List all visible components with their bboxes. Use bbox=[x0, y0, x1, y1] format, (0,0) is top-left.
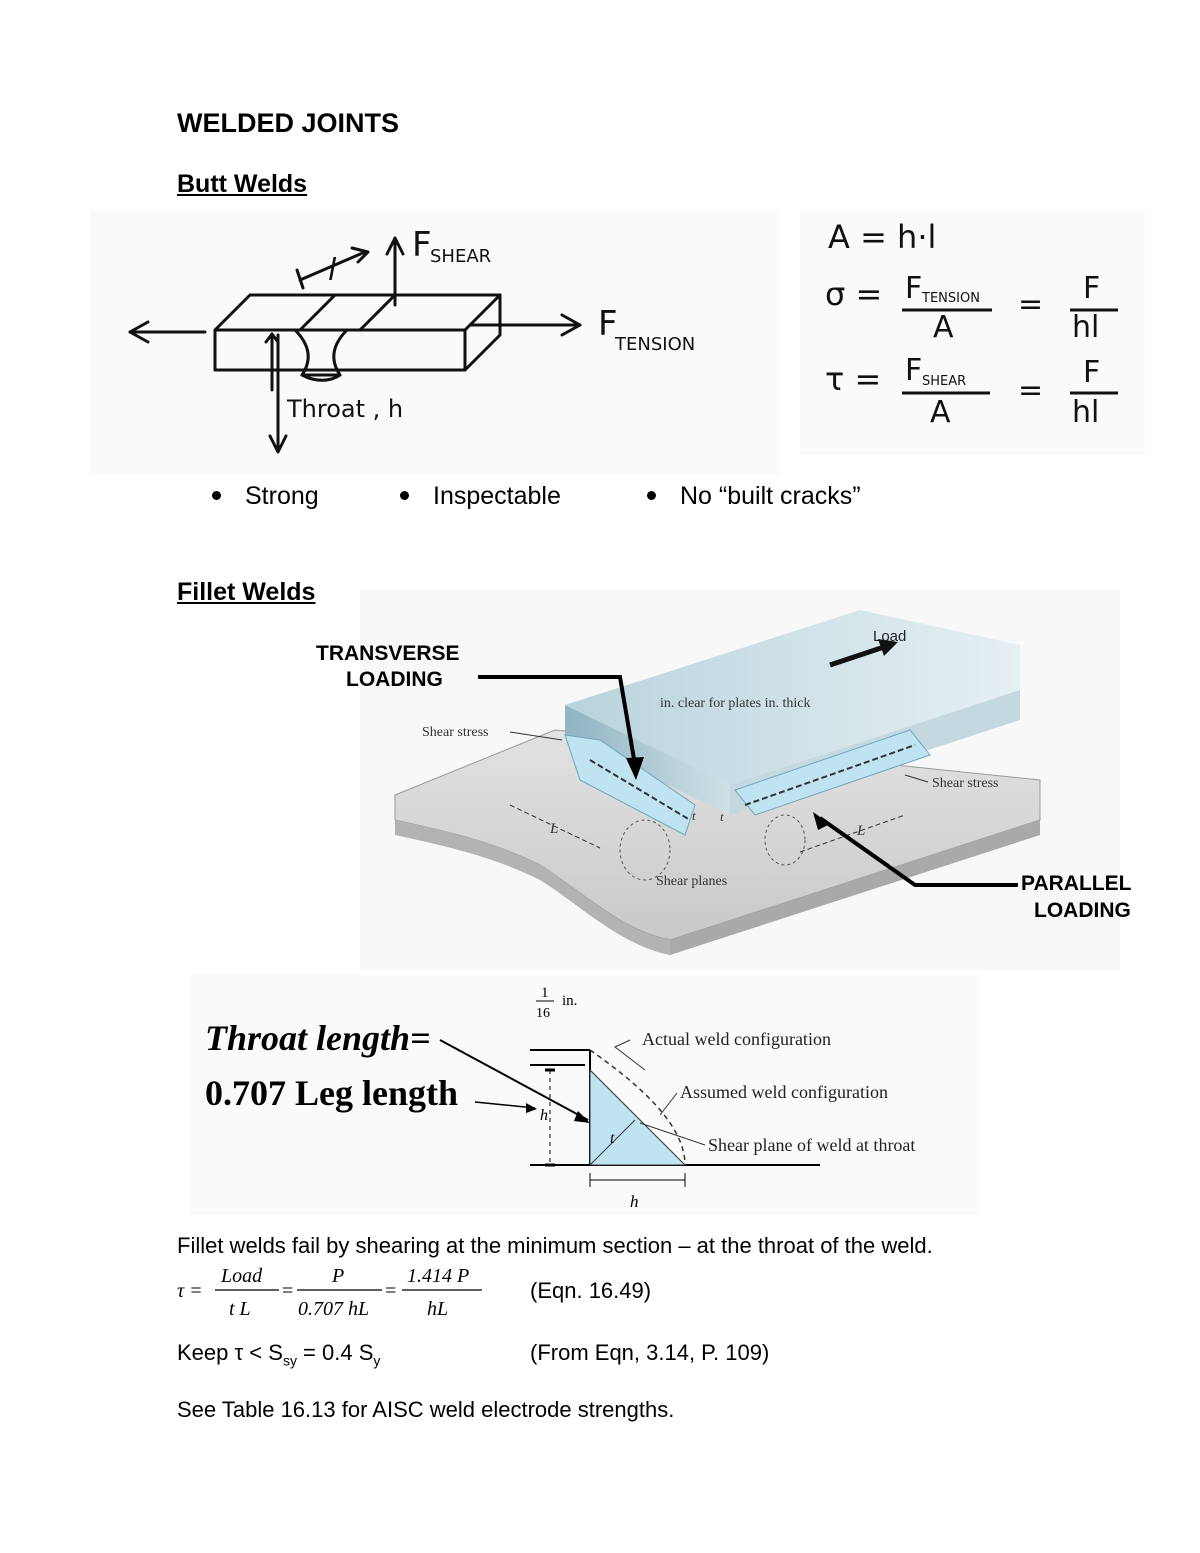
butt-weld-formulas: A = h·l σ = F TENSION A = F hl τ = F SHE… bbox=[800, 210, 1145, 455]
shear-sub-label: SHEAR bbox=[430, 246, 491, 267]
l-left-label: L bbox=[549, 821, 558, 837]
shear-force-label: F bbox=[412, 225, 432, 265]
eqn-num3: 1.414 P bbox=[407, 1265, 469, 1287]
eqn-p: P bbox=[331, 1265, 344, 1287]
keep-pre: Keep τ < S bbox=[177, 1340, 283, 1365]
frac-num: 1 bbox=[541, 985, 549, 1001]
keep-sub-sy: sy bbox=[282, 1352, 297, 1369]
keep-statement: Keep τ < Ssy = 0.4 Sy bbox=[177, 1340, 380, 1368]
te-label: t bbox=[610, 1130, 615, 1147]
eqn-den3: hL bbox=[427, 1298, 448, 1320]
transverse-label-2: LOADING bbox=[346, 668, 443, 691]
sigma-F: F bbox=[1083, 271, 1100, 306]
tau-denominator: A bbox=[930, 395, 951, 430]
shear-plane-label: Shear plane of weld at throat bbox=[708, 1135, 915, 1155]
bullet-text: Inspectable bbox=[433, 482, 561, 510]
shear-stress-right-label: Shear stress bbox=[932, 776, 999, 791]
tau-F: F bbox=[1083, 355, 1100, 390]
hs-bottom-label: h bbox=[630, 1192, 639, 1211]
butt-welds-heading: Butt Welds bbox=[177, 170, 308, 198]
frac-den: 16 bbox=[536, 1006, 550, 1021]
eqn-den2: 0.707 hL bbox=[298, 1298, 369, 1320]
te-left-label: t bbox=[692, 808, 696, 823]
tau-symbol: τ = bbox=[825, 360, 881, 398]
l-right-label: L bbox=[856, 823, 865, 839]
assumed-weld-label: Assumed weld configuration bbox=[680, 1082, 888, 1102]
l-label: l bbox=[328, 253, 337, 288]
clear-label: in. clear for plates in. thick bbox=[660, 696, 810, 711]
tau-hl: hl bbox=[1072, 395, 1099, 430]
throat-label: Throat , h bbox=[286, 395, 403, 423]
parallel-label-2: LOADING bbox=[1034, 899, 1131, 922]
eqn-equals-2: = bbox=[385, 1280, 396, 1302]
eqn-tau: τ = bbox=[177, 1280, 203, 1302]
butt-weld-diagram: l F SHEAR F TENSION Throat , h bbox=[90, 210, 780, 475]
fail-statement: Fillet welds fail by shearing at the min… bbox=[177, 1233, 933, 1258]
sigma-symbol: σ = bbox=[825, 275, 882, 313]
sigma-tension-sub: TENSION bbox=[921, 291, 980, 306]
sigma-hl: hl bbox=[1072, 310, 1099, 345]
bullet-text: Strong bbox=[245, 482, 319, 510]
tau-equals: = bbox=[1018, 373, 1043, 408]
transverse-label-1: TRANSVERSE bbox=[316, 642, 460, 665]
eqn-te-l: t L bbox=[229, 1298, 251, 1320]
sigma-denominator: A bbox=[933, 310, 954, 345]
leg-length-text: 0.707 Leg length bbox=[205, 1073, 458, 1113]
actual-weld-label: Actual weld configuration bbox=[642, 1029, 831, 1049]
page-title: WELDED JOINTS bbox=[177, 108, 400, 138]
keep-sub-y: y bbox=[373, 1352, 381, 1369]
throat-diagram: Throat length= 0.707 Leg length 1 16 in.… bbox=[190, 975, 980, 1215]
shear-stress-left-label: Shear stress bbox=[422, 725, 489, 740]
frac-unit: in. bbox=[562, 993, 577, 1009]
sigma-equals: = bbox=[1018, 287, 1043, 322]
tension-sub-label: TENSION bbox=[614, 334, 695, 355]
load-label: Load bbox=[873, 628, 906, 645]
te-right-label: t bbox=[720, 809, 724, 824]
bullet-text: No “built cracks” bbox=[680, 482, 861, 510]
parallel-label-1: PARALLEL bbox=[1021, 872, 1132, 895]
eqn-load: Load bbox=[220, 1265, 263, 1287]
tau-numerator-F: F bbox=[905, 353, 922, 388]
shear-equation: τ = Load t L = P 0.707 hL = 1.414 P hL bbox=[177, 1265, 482, 1320]
keep-mid: = 0.4 S bbox=[296, 1340, 374, 1365]
tension-force-label: F bbox=[598, 304, 618, 344]
see-table-note: See Table 16.13 for AISC weld electrode … bbox=[177, 1397, 675, 1422]
shear-planes-label: Shear planes bbox=[656, 874, 727, 889]
tau-shear-sub: SHEAR bbox=[922, 374, 966, 389]
bullet-no-built-cracks: No “built cracks” bbox=[647, 482, 861, 511]
eqn-reference: (Eqn. 16.49) bbox=[530, 1278, 652, 1303]
eqn-equals-1: = bbox=[282, 1280, 293, 1302]
bullet-inspectable: Inspectable bbox=[400, 482, 561, 511]
bullet-strong: Strong bbox=[212, 482, 319, 511]
hs-left-label: h bbox=[540, 1107, 548, 1124]
fillet-welds-heading: Fillet Welds bbox=[177, 578, 316, 606]
area-formula: A = h·l bbox=[828, 218, 936, 256]
keep-reference: (From Eqn, 3.14, P. 109) bbox=[530, 1340, 770, 1365]
throat-length-text: Throat length= bbox=[205, 1018, 431, 1058]
fillet-weld-diagram: Load in. clear for plates in. thick Shea… bbox=[316, 590, 1132, 970]
sigma-numerator-F: F bbox=[905, 271, 922, 306]
